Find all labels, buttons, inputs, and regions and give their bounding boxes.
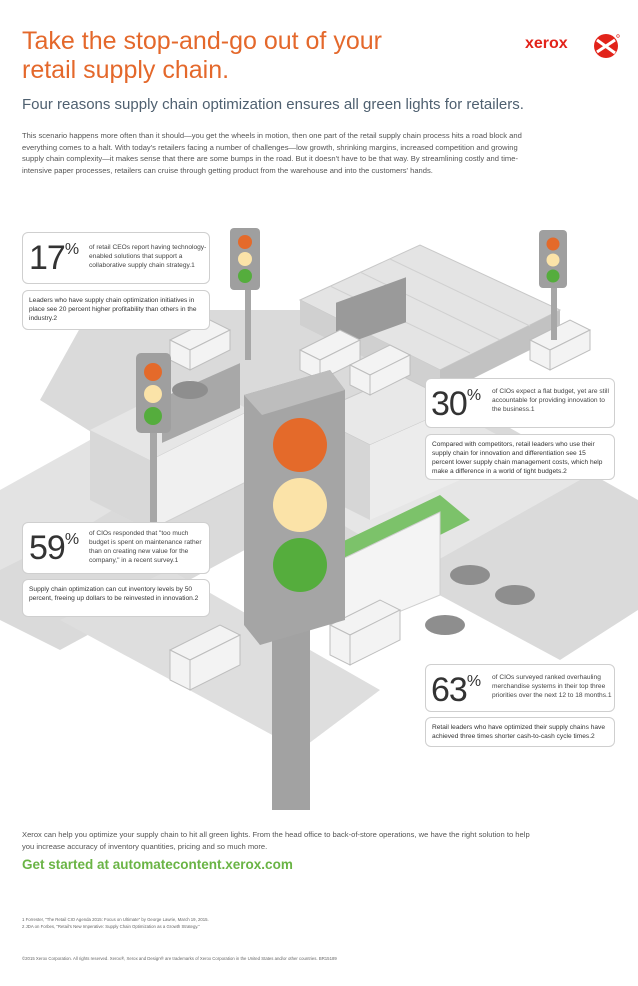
stat-number: 63 xyxy=(431,671,468,709)
car xyxy=(450,565,490,585)
stat-note-17: Leaders who have supply chain optimizati… xyxy=(22,290,210,330)
car xyxy=(495,585,535,605)
xerox-logo: xerox xyxy=(525,31,625,61)
stat-number: 59 xyxy=(29,529,66,567)
stat-text: of CIOs expect a flat budget, yet are st… xyxy=(492,388,609,413)
traffic-light-small xyxy=(230,228,260,360)
xerox-wordmark: xerox xyxy=(525,35,568,52)
xerox-ball-icon xyxy=(594,34,620,58)
intro-paragraph: This scenario happens more often than it… xyxy=(22,131,522,175)
traffic-light-small xyxy=(539,230,567,340)
truck xyxy=(168,624,242,691)
billboard xyxy=(336,277,406,348)
stat-number: 17 xyxy=(29,239,66,277)
traffic-light-large xyxy=(244,370,345,810)
stat-card-30: 30% of CIOs expect a flat budget, yet ar… xyxy=(425,378,615,428)
footnotes: 1 Forrester, "The Retail CIO Agenda 2015… xyxy=(22,916,422,930)
footnote-2: 2 JDA on Forbes, "Retail's New Imperativ… xyxy=(22,924,200,929)
page-title: Take the stop-and-go out of your retail … xyxy=(22,27,442,85)
truck xyxy=(328,599,402,666)
percent-sign: % xyxy=(64,531,79,548)
truck xyxy=(348,344,412,396)
subtitle: Four reasons supply chain optimization e… xyxy=(22,96,524,113)
stat-text: of retail CEOs report having technology-… xyxy=(89,244,207,269)
stat-note-59: Supply chain optimization can cut invent… xyxy=(22,579,210,617)
car xyxy=(425,615,465,635)
footnote-1: 1 Forrester, "The Retail CIO Agenda 2015… xyxy=(22,917,209,922)
truck xyxy=(168,319,232,371)
stat-text: of CIOs surveyed ranked overhauling merc… xyxy=(492,674,612,699)
stat-note-63: Retail leaders who have optimized their … xyxy=(425,717,615,747)
car xyxy=(172,381,208,399)
stat-note-30: Compared with competitors, retail leader… xyxy=(425,434,615,480)
title-line-1: Take the stop-and-go out of your xyxy=(22,27,382,55)
stat-text: of CIOs responded that "too much budget … xyxy=(89,530,202,564)
traffic-light-small xyxy=(136,353,171,540)
copyright: ©2015 Xerox Corporation. All rights rese… xyxy=(22,956,337,961)
percent-sign: % xyxy=(64,241,79,258)
title-line-2: retail supply chain. xyxy=(22,56,230,84)
truck xyxy=(528,319,592,371)
cta-link[interactable]: Get started at automatecontent.xerox.com xyxy=(22,857,293,872)
stat-card-17: 17% of retail CEOs report having technol… xyxy=(22,232,210,284)
closing-paragraph: Xerox can help you optimize your supply … xyxy=(22,830,530,851)
stat-number: 30 xyxy=(431,385,468,423)
percent-sign: % xyxy=(466,673,481,690)
stat-card-59: 59% of CIOs responded that "too much bud… xyxy=(22,522,210,574)
percent-sign: % xyxy=(466,387,481,404)
retail-store xyxy=(308,277,470,641)
stat-card-63: 63% of CIOs surveyed ranked overhauling … xyxy=(425,664,615,712)
